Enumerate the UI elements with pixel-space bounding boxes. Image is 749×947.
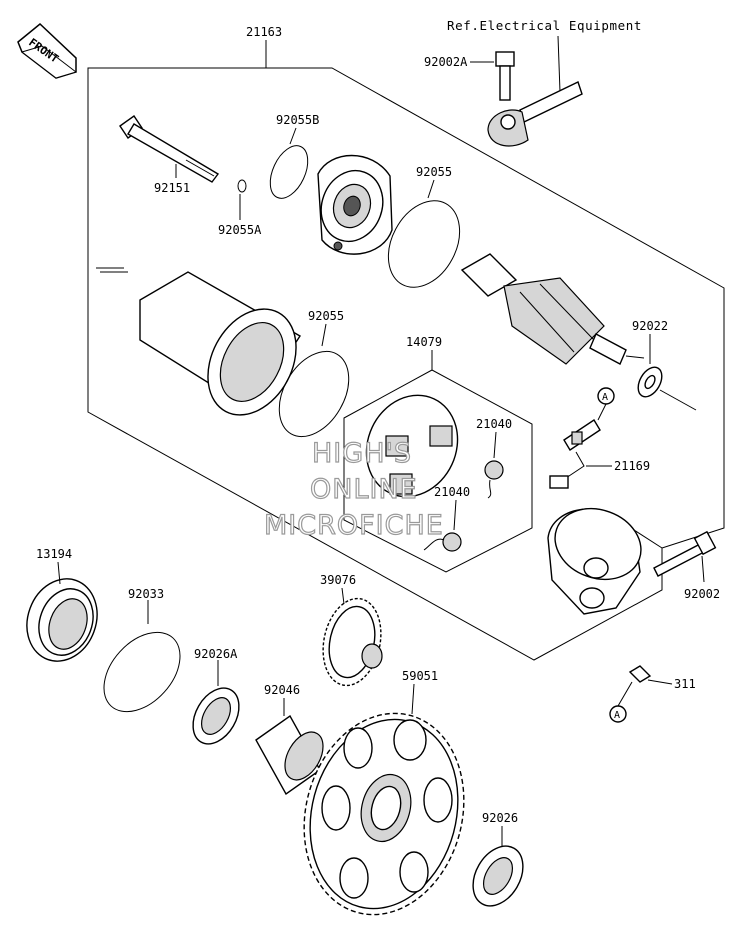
ref-electrical-label: Ref.Electrical Equipment — [447, 18, 642, 33]
o-ring-92055-lower — [278, 350, 350, 438]
rear-cover — [547, 507, 663, 615]
callout-a-lower: A — [609, 681, 633, 723]
bolt-92002 — [653, 530, 717, 583]
part-label-21040-lower: 21040 — [434, 485, 470, 499]
part-label-92022: 92022 — [632, 319, 668, 333]
part-labels: 21163 92002A 92055B 92151 92055A 92055 9… — [36, 25, 720, 825]
part-label-92055a: 92055A — [218, 223, 262, 237]
part-label-92026: 92026 — [482, 811, 518, 825]
clutch-13194 — [26, 561, 98, 662]
part-label-92033: 92033 — [128, 587, 164, 601]
part-label-39076: 39076 — [320, 573, 356, 587]
bolt-92151 — [119, 115, 220, 183]
watermark-line-2: ONLINE — [310, 474, 418, 505]
front-arrow-icon: FRONT — [17, 23, 78, 79]
watermark-line-1: HIGH'S — [312, 438, 412, 469]
part-label-13194: 13194 — [36, 547, 72, 561]
spring-21040-lower — [423, 499, 462, 552]
watermark-line-3: MICROFICHE — [264, 510, 444, 541]
part-label-311: 311 — [674, 677, 696, 691]
part-label-14079: 14079 — [406, 335, 442, 349]
bolt-92002a — [470, 51, 515, 101]
gear-39076 — [322, 587, 383, 687]
yoke-housing — [96, 267, 301, 416]
part-label-21169: 21169 — [614, 459, 650, 473]
part-label-92055-lower: 92055 — [308, 309, 344, 323]
part-label-59051: 59051 — [402, 669, 438, 683]
watermark: HIGH'S ONLINE MICROFICHE — [263, 437, 444, 541]
part-label-92002a: 92002A — [424, 55, 468, 69]
part-label-92002: 92002 — [684, 587, 720, 601]
brush-plate — [365, 394, 459, 498]
callout-a-lower-label: A — [614, 710, 620, 721]
part-label-21163: 21163 — [246, 25, 282, 39]
snap-ring-92033 — [103, 631, 181, 713]
washer-92026 — [472, 826, 524, 907]
part-label-92151: 92151 — [154, 181, 190, 195]
callout-a-upper: A — [597, 387, 615, 405]
part-label-92026a: 92026A — [194, 647, 238, 661]
pin-311 — [628, 665, 673, 685]
armature — [460, 253, 645, 365]
washer-92026a — [192, 660, 240, 745]
o-ring-92055-upper — [387, 200, 461, 288]
part-label-92046: 92046 — [264, 683, 300, 697]
cable-terminal — [487, 35, 583, 147]
o-ring-92055b — [269, 145, 309, 199]
part-label-92055-upper: 92055 — [416, 165, 452, 179]
spring-21040-upper — [484, 431, 504, 499]
front-cover — [317, 154, 393, 255]
callout-a-upper-label: A — [602, 392, 608, 403]
part-label-21040-upper: 21040 — [476, 417, 512, 431]
o-ring-92055a — [237, 179, 247, 193]
terminal-21169 — [549, 403, 612, 489]
part-label-92055b: 92055B — [276, 113, 319, 127]
gear-59051 — [303, 683, 465, 916]
